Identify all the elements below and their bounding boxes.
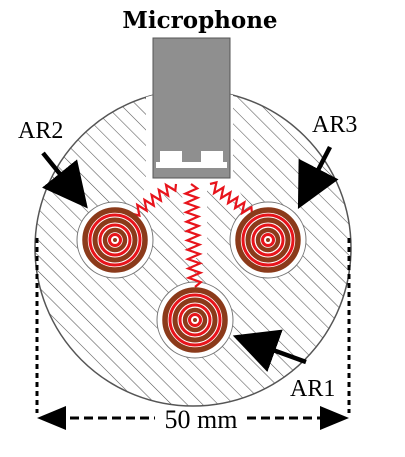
wire-leads: [132, 180, 254, 288]
coil-ring: [178, 303, 212, 337]
coil-ring: [261, 233, 275, 247]
coil-ring: [98, 223, 132, 257]
coil-ring: [162, 287, 228, 353]
coil-center: [113, 238, 117, 242]
coil-ring: [108, 233, 122, 247]
arrow-ar1: [232, 329, 307, 372]
dimension-arrow-left: [37, 406, 66, 430]
transducer-ar3: [235, 207, 301, 273]
coil-ring: [255, 227, 281, 253]
wire-to-ar3: [209, 180, 254, 216]
arrow-ar2: [41, 151, 88, 209]
transducer-ar1: [162, 287, 228, 353]
transducer-ar2: [82, 207, 148, 273]
wire-to-ar1: [182, 183, 204, 288]
coil-ring: [251, 223, 285, 257]
coil-ring: [88, 213, 142, 267]
coil-center: [266, 238, 270, 242]
coil-ring: [188, 313, 202, 327]
label-ar2: AR2: [18, 118, 63, 144]
wire-to-ar2: [132, 182, 178, 218]
dimension-label: 50 mm: [165, 405, 238, 434]
arrow-ar3: [297, 145, 339, 209]
coil-ring: [235, 207, 301, 273]
coil-center: [193, 318, 197, 322]
coil-ring: [82, 207, 148, 273]
diagram-title: Microphone: [122, 7, 277, 34]
microphone-body: [152, 37, 231, 179]
label-ar3: AR3: [312, 112, 357, 138]
coil-ring: [92, 217, 138, 263]
coil-ring: [182, 307, 208, 333]
dimension-line: [35, 238, 351, 420]
label-ar1: AR1: [290, 376, 335, 402]
coil-ring: [168, 293, 222, 347]
coil-ring: [172, 297, 218, 343]
coil-ring: [241, 213, 295, 267]
coil-ring: [245, 217, 291, 263]
coil-ring: [102, 227, 128, 253]
dimension-arrow-right: [320, 406, 349, 430]
